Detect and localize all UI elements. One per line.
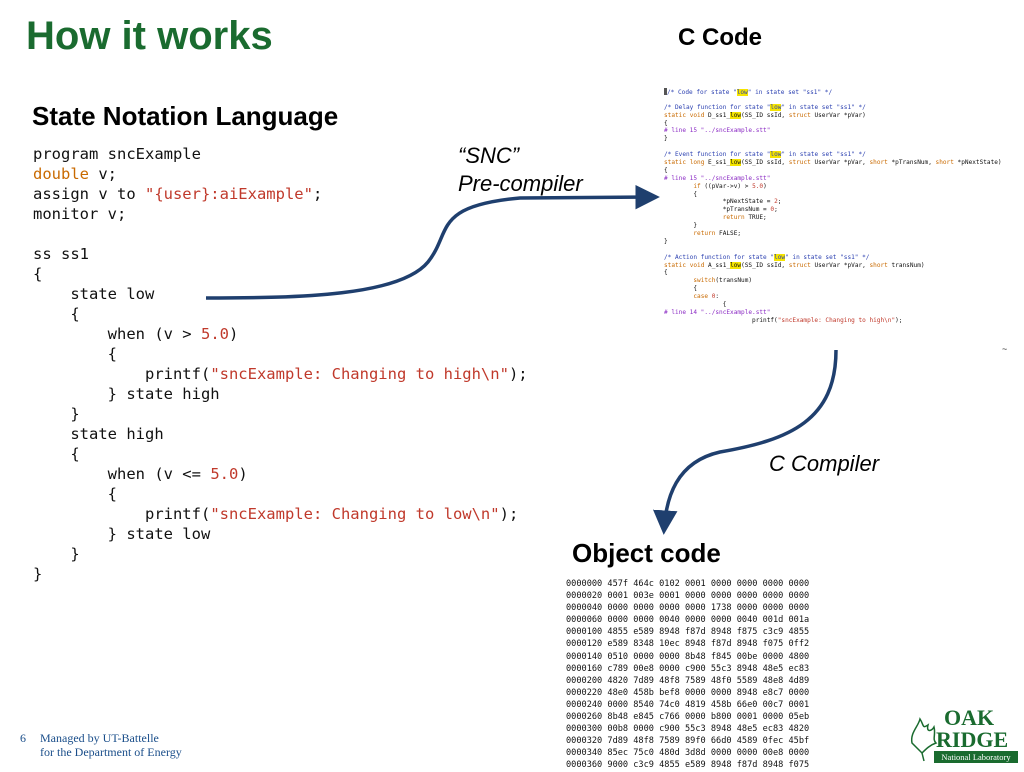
object-code-line: 0000300 00b8 0000 c900 55c3 8948 48e5 ec… [566,724,810,735]
c-code-line: static long E_ss1_low(SS_ID ssId, struct… [664,159,1002,167]
object-code-line: 0000040 0000 0000 0000 0000 1738 0000 00… [566,603,810,614]
snl-source-line: monitor v; [33,205,127,223]
object-code-line: 0000260 8b48 e845 c766 0000 b800 0001 00… [566,712,810,723]
snl-source-code: program sncExample double v; assign v to "… [33,144,593,584]
object-code-line: 0000340 85ec 75c0 480d 3d8d 0000 0000 00… [566,748,810,759]
snl-source-line [33,224,593,244]
object-code-line: 0000360 9000 c3c9 4855 e589 8948 f87d 89… [566,760,810,771]
c-compiler-arrow [653,349,838,535]
c-code-line: # line 14 "../sncExample.stt" [664,308,771,316]
editor-cursor [664,88,667,95]
snl-heading: State Notation Language [32,101,339,131]
c-code-line: /* Action function for state "low" in st… [664,253,870,261]
snl-source-line: double v; [33,165,117,183]
snl-source-line: ss ss1 [33,245,89,263]
snl-source-line: state low [33,285,155,303]
object-code-line: 0000200 4820 7d89 48f8 7589 48f0 5589 48… [566,675,810,686]
c-code-line: /* Event function for state "low" in sta… [664,151,866,159]
snl-source-line: program sncExample [33,145,201,163]
c-code-line [664,246,1016,254]
c-code-line: case 0: [693,293,720,301]
c-code-line: return FALSE; [693,230,742,238]
c-compiler-label: C Compiler [769,451,880,476]
c-code-line [664,143,1016,151]
object-code-line: 0000320 7d89 48f8 7589 89f0 66d0 4589 0f… [566,736,810,747]
object-code-line: 0000220 48e0 458b bef8 0000 0000 8948 e8… [566,687,810,698]
c-code-line: *pTransNum = 0; [664,206,778,214]
object-code-dump: 0000000 457f 464c 0102 0001 0000 0000 00… [566,578,810,772]
snl-source-line: when (v > 5.0) [33,325,239,343]
slide-title: How it works [26,14,273,58]
c-code-line: static void D_ss1_low(SS_ID ssId, struct… [664,111,866,119]
snl-source-line: } [33,565,43,583]
object-code-line: 0000020 0001 003e 0001 0000 0000 0000 00… [566,591,810,602]
c-code-listing: /* Code for state "low" in state set "ss… [664,88,1016,358]
object-code-line: 0000000 457f 464c 0102 0001 0000 0000 00… [566,579,810,589]
snl-source-line: } state high [33,385,220,403]
snl-source-line: printf("sncExample: Changing to low\n"); [33,505,519,523]
c-code-line: # line 15 "../sncExample.stt" [664,174,771,182]
snl-source-line: { [33,445,80,463]
c-code-line: { [664,269,668,277]
c-code-line: } [664,135,668,143]
precompiler-label-line1: “SNC” [458,143,520,168]
snl-source-line: } [33,545,80,563]
snl-source-line: { [33,485,117,503]
footer-line2: for the Department of Energy [40,745,182,759]
c-code-line: switch(transNum) [693,277,753,285]
object-code-line: 0000120 e589 8348 10ec 8948 f87d 8948 f0… [566,639,810,650]
c-code-line: { [664,166,668,174]
object-code-line: 0000140 0510 0000 0000 8b48 f845 00be 00… [566,651,810,662]
snl-source-line: when (v <= 5.0) [33,465,248,483]
snl-source-line: printf("sncExample: Changing to high\n")… [33,365,528,383]
logo-subtitle: National Laboratory [934,751,1018,763]
c-code-heading: C Code [678,24,762,51]
oak-ridge-logo: OAK RIDGE National Laboratory [906,705,1018,763]
footer-line1: Managed by UT-Battelle [40,731,159,745]
c-code-line [664,96,1016,104]
c-code-line: # line 15 "../sncExample.stt" [664,127,771,135]
logo-word-oak: OAK [944,705,995,730]
c-code-line: } [664,222,698,230]
snl-source-line: assign v to "{user}:aiExample"; [33,185,323,203]
precompiler-label: “SNC” Pre-compiler [458,142,583,198]
c-code-line: { [664,119,668,127]
c-code-trailing-tilde: ~ [1002,344,1008,354]
page-number: 6 [20,731,26,745]
c-code-line: return TRUE; [722,214,767,222]
c-code-line: { [664,190,698,198]
c-code-line: /* Delay function for state "low" in sta… [664,103,866,111]
c-code-line: /* Code for state "low" in state set "ss… [664,88,1016,96]
object-code-line: 0000240 0000 8540 74c0 4819 458b 66e0 00… [566,699,810,710]
snl-source-line: state high [33,425,164,443]
snl-source-line: } state low [33,525,211,543]
snl-source-line: { [33,305,80,323]
c-code-line: *pNextState = 2; [664,198,782,206]
c-code-line: { [664,301,727,309]
snl-source-line: { [33,265,43,283]
logo-word-ridge: RIDGE [936,727,1009,752]
snl-source-line: { [33,345,117,363]
c-code-line: if ((pVar->v) > 5.0) [693,182,767,190]
oak-leaf-icon [910,717,938,762]
snl-source-line: } [33,405,80,423]
c-code-line: } [664,237,668,245]
precompiler-label-line2: Pre-compiler [458,171,583,196]
c-code-line: printf("sncExample: Changing to high\n")… [664,316,903,324]
object-code-line: 0000060 0000 0000 0040 0000 0000 0040 00… [566,615,810,626]
object-code-line: 0000160 c789 00e8 0000 c900 55c3 8948 48… [566,663,810,674]
object-code-line: 0000100 4855 e589 8948 f87d 8948 f875 c3… [566,627,810,638]
c-code-line: static void A_ss1_low(SS_ID ssId, struct… [664,261,925,269]
c-code-line: { [664,285,698,293]
object-code-heading: Object code [572,538,721,568]
